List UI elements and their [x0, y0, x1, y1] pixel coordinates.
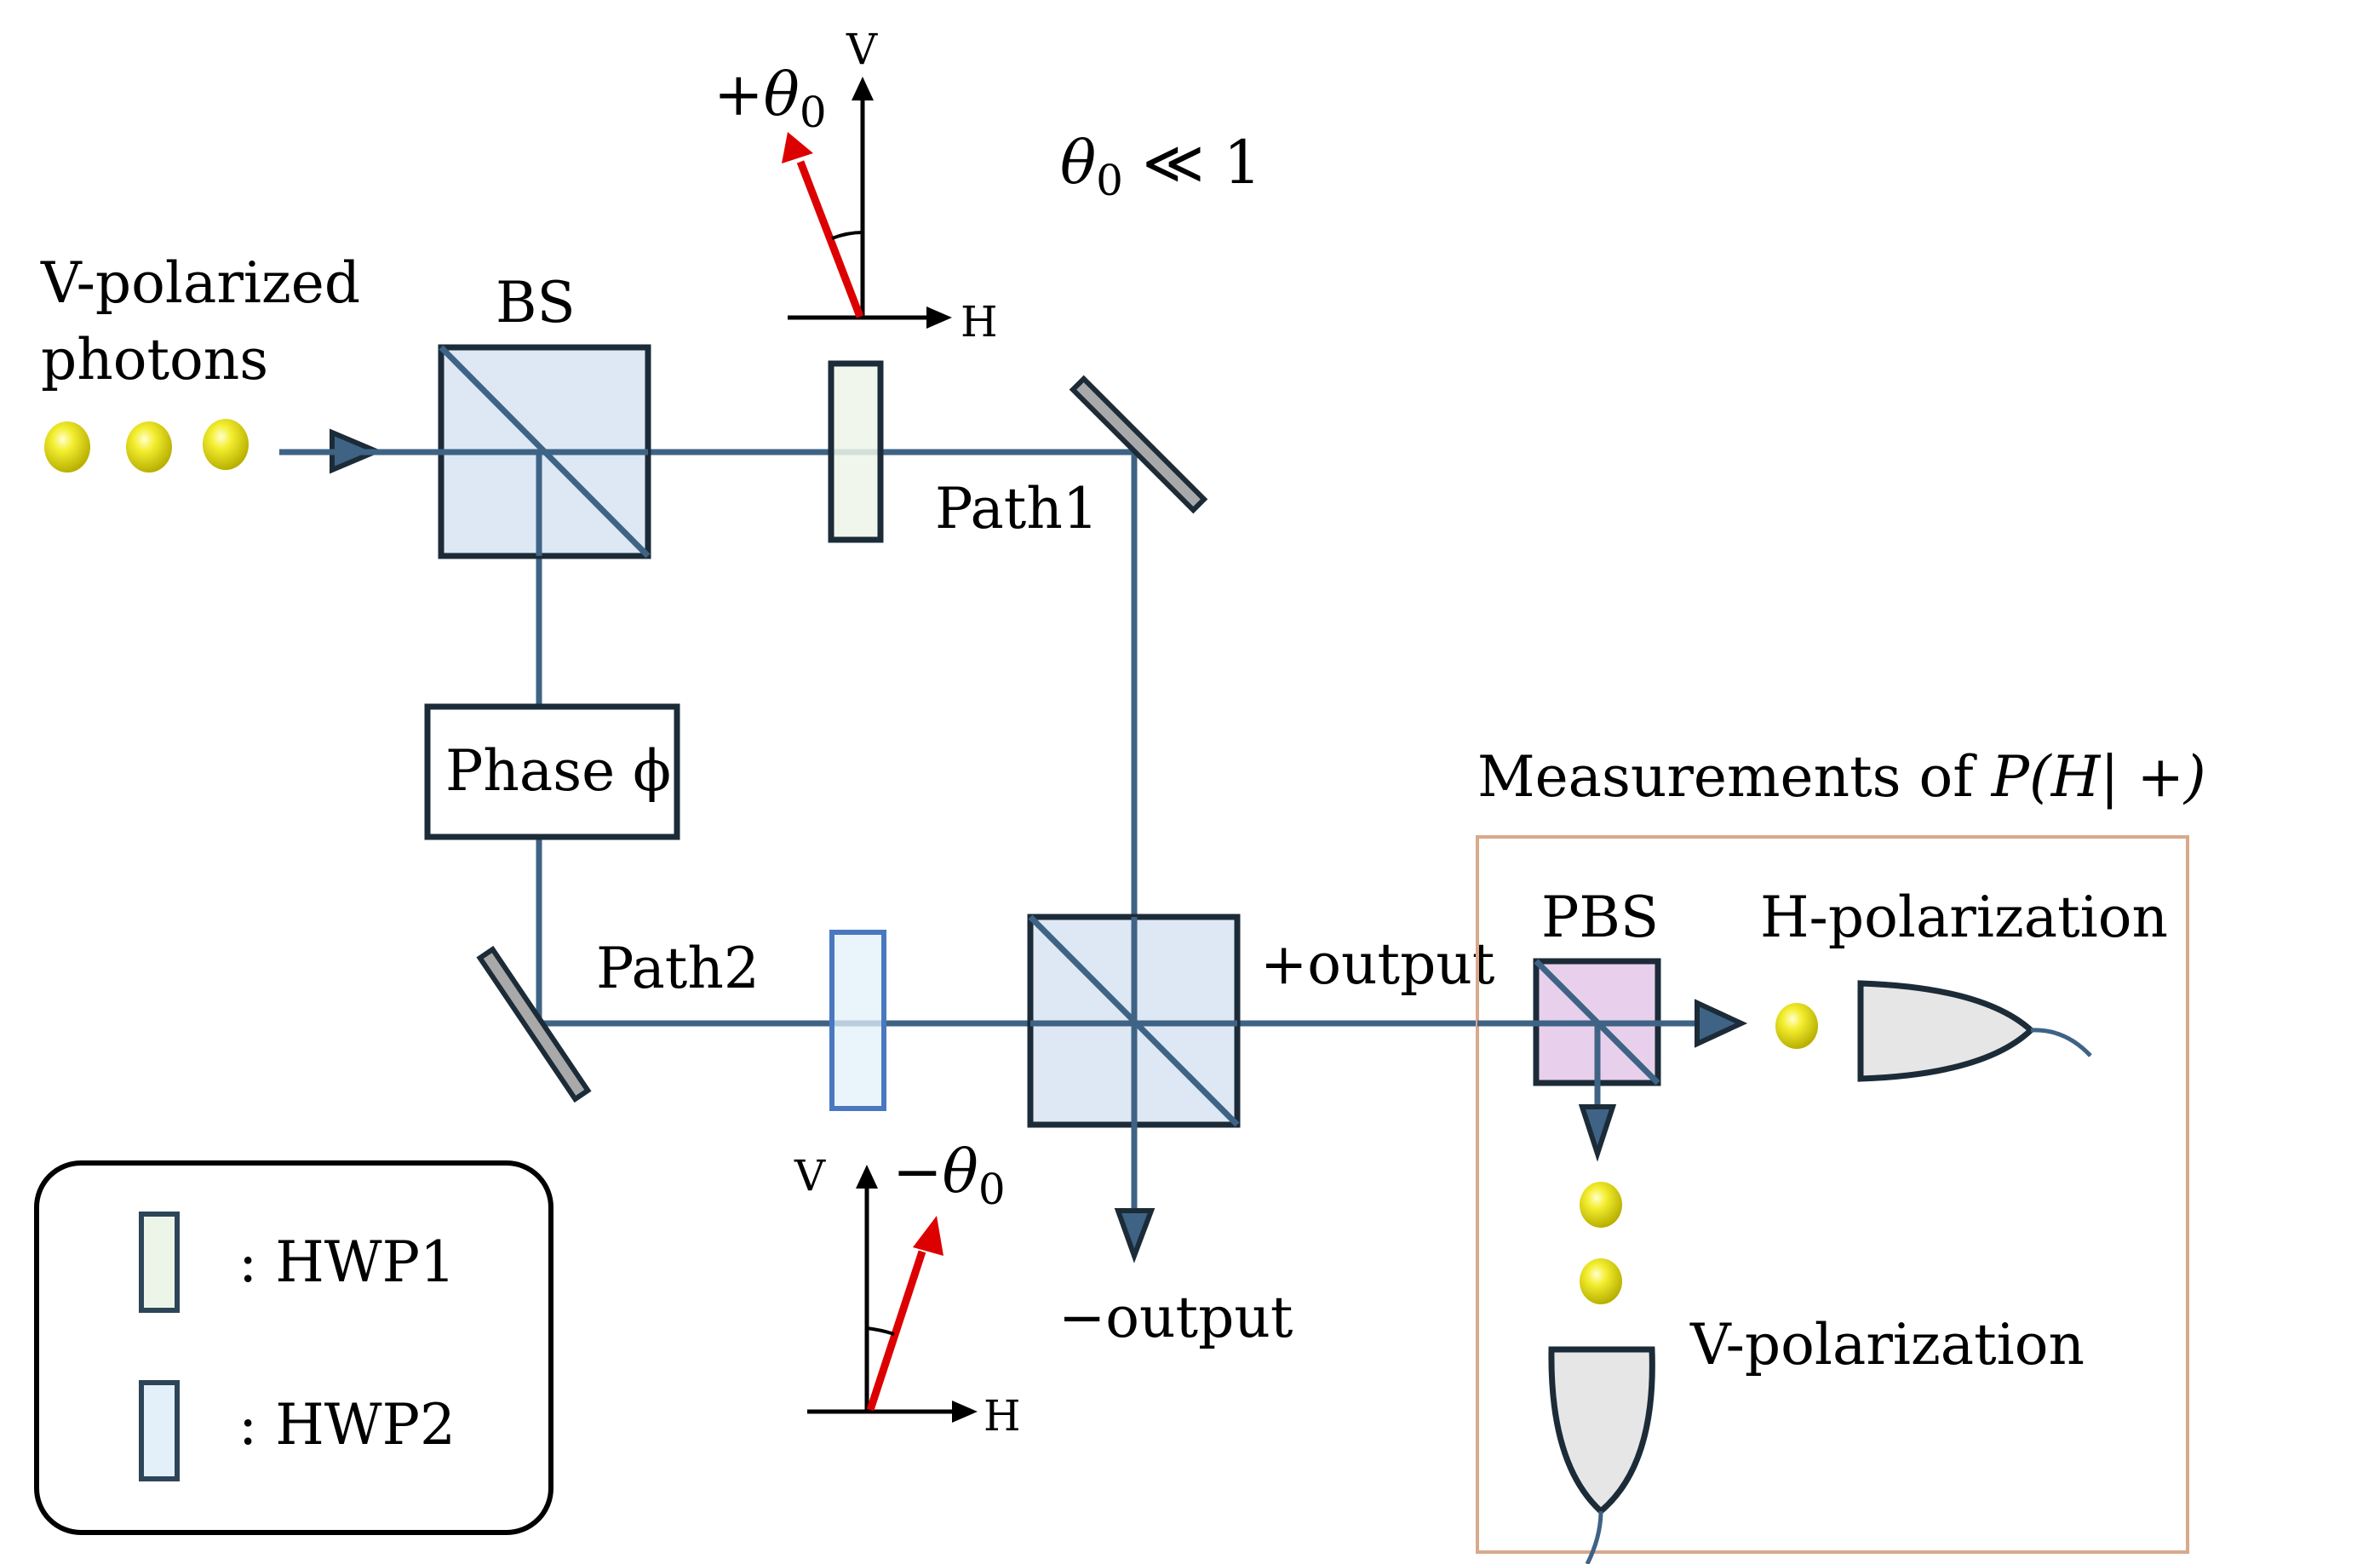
polarization-arrow-icon — [782, 132, 813, 163]
photon-icon — [1580, 1258, 1622, 1304]
v-detector-icon — [1548, 1346, 1655, 1515]
path2-label: Path2 — [596, 936, 760, 1001]
legend: : HWP1 : HWP2 — [34, 1160, 553, 1535]
legend-frame — [34, 1160, 553, 1535]
angle-arc — [831, 231, 863, 240]
v-axis-arrow-icon — [856, 1165, 878, 1189]
path1-label: Path1 — [935, 476, 1098, 541]
photon-icon — [1580, 1182, 1622, 1228]
angle-label-bottom: −θ0 — [892, 1137, 1006, 1214]
source-label-line2: photons — [41, 327, 268, 392]
measurement-title: Measurements of P(H| +) — [1477, 744, 2206, 810]
photon-icon — [1775, 1003, 1818, 1049]
mirror-1 — [1069, 375, 1208, 514]
phase-shifter: Phase ϕ — [424, 703, 680, 840]
photon-icon — [44, 421, 90, 473]
photon-icon — [203, 419, 249, 470]
measurement-setup: Measurements of P(H| +) PBS H-polarizati… — [1476, 744, 2206, 1564]
polarization-diagram-bottom: V H −θ0 — [794, 1137, 1021, 1441]
v-axis-label: V — [846, 25, 878, 74]
v-axis-label: V — [794, 1151, 826, 1200]
source-label-line1: V-polarized — [40, 250, 360, 316]
h-detector-cable — [2030, 1028, 2092, 1057]
legend-hwp1-label: : HWP1 — [238, 1229, 456, 1295]
angle-label-top: +θ0 — [714, 60, 827, 137]
plus-output-label: +output — [1260, 931, 1494, 997]
v-output-arrow-icon — [1578, 1104, 1617, 1162]
h-detector-label: H-polarization — [1760, 885, 2168, 950]
angle-arc — [866, 1326, 895, 1336]
mirror-2 — [476, 945, 592, 1103]
legend-hwp2-swatch — [139, 1380, 180, 1481]
v-detector-label: V-polarization — [1689, 1312, 2085, 1378]
minus-output-arrow-icon — [1114, 1208, 1156, 1263]
h-axis-arrow-icon — [926, 306, 952, 329]
phase-label: Phase ϕ — [445, 738, 671, 804]
hwp2-plate — [829, 930, 886, 1111]
minus-output-label: −output — [1058, 1285, 1293, 1350]
polarization-arrow-icon — [913, 1216, 943, 1256]
legend-hwp1-swatch — [139, 1212, 180, 1313]
hwp1-plate — [828, 360, 884, 543]
photon-source: V-polarized photons — [40, 250, 360, 473]
h-detector-icon — [1857, 980, 2036, 1082]
h-axis-label: H — [961, 297, 998, 347]
h-axis-arrow-icon — [952, 1401, 978, 1423]
small-angle-condition: θ0 ≪ 1 — [1060, 128, 1261, 205]
v-axis-arrow-icon — [852, 77, 874, 100]
h-axis-label: H — [984, 1391, 1021, 1441]
measurement-frame — [1476, 835, 2189, 1554]
output-beam-splitter — [1027, 914, 1241, 1235]
h-output-arrow-icon — [1695, 999, 1748, 1048]
bs-label: BS — [496, 270, 576, 335]
beam-paths — [279, 449, 1712, 1235]
pbs-label: PBS — [1541, 885, 1659, 950]
beam-splitter: BS — [279, 270, 651, 559]
polarization-vector — [796, 160, 864, 318]
legend-hwp2-label: : HWP2 — [238, 1392, 456, 1458]
photon-icon — [126, 421, 172, 473]
polarization-diagram-top: V H +θ0 — [714, 25, 998, 347]
v-detector-cable — [1585, 1510, 1603, 1564]
polarization-vector — [866, 1250, 926, 1412]
